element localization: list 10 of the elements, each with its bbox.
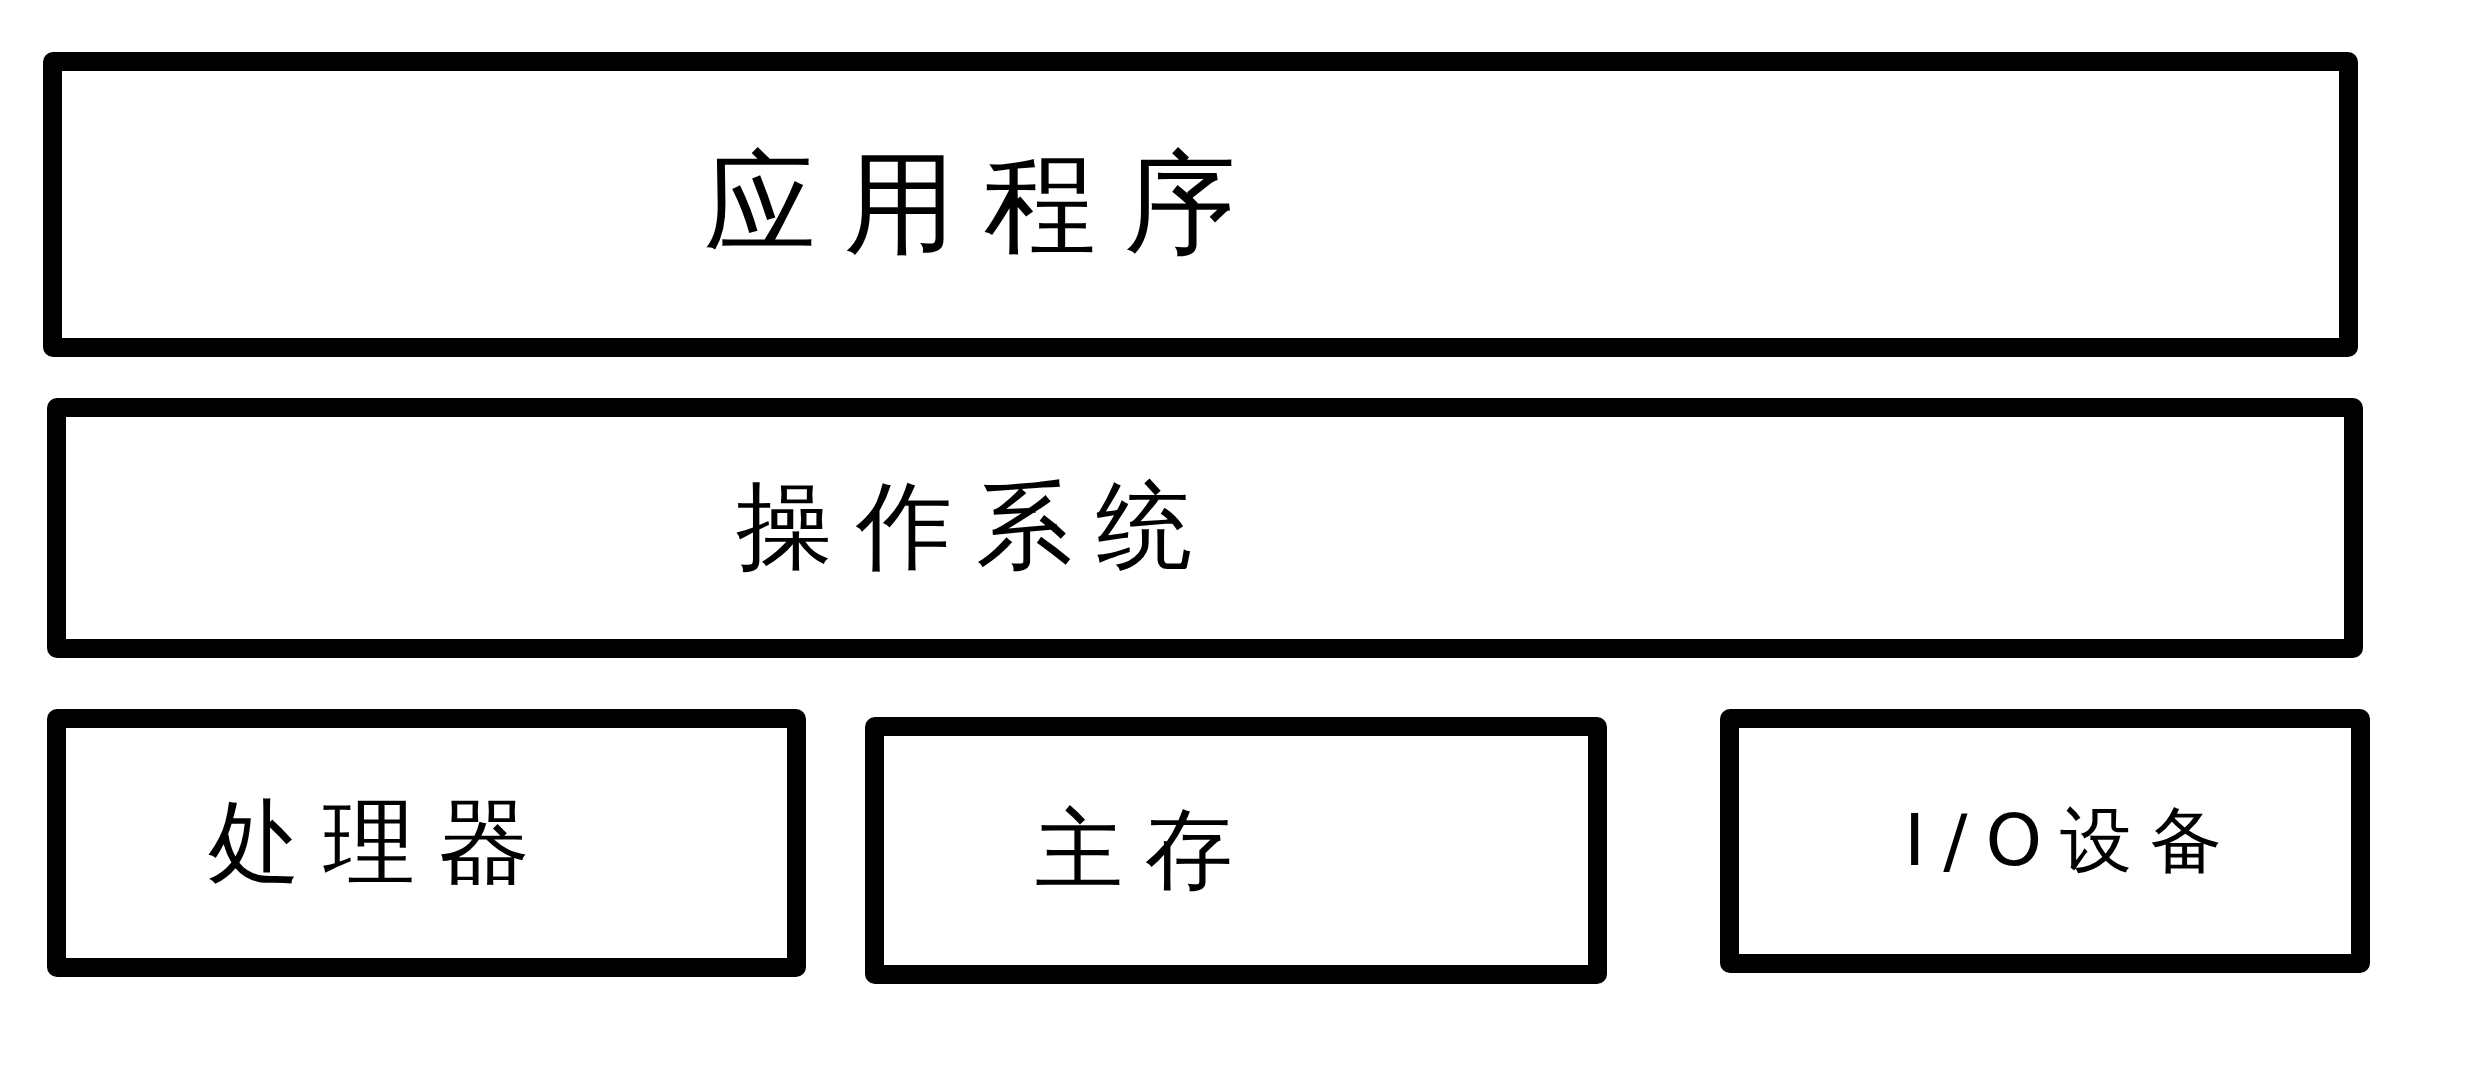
layer-label: I/O设备 — [1904, 797, 2241, 884]
layer-label: 处理器 — [208, 788, 553, 898]
layer-box — [43, 52, 2358, 357]
layer-label: 主存 — [1035, 797, 1255, 903]
layer-label: 操作系统 — [736, 469, 1216, 584]
layer-box — [1720, 709, 2370, 973]
layer-box — [47, 398, 2363, 658]
layer-box — [47, 709, 806, 977]
layer-label: 应用程序 — [704, 137, 1264, 270]
layer-box — [865, 717, 1607, 984]
